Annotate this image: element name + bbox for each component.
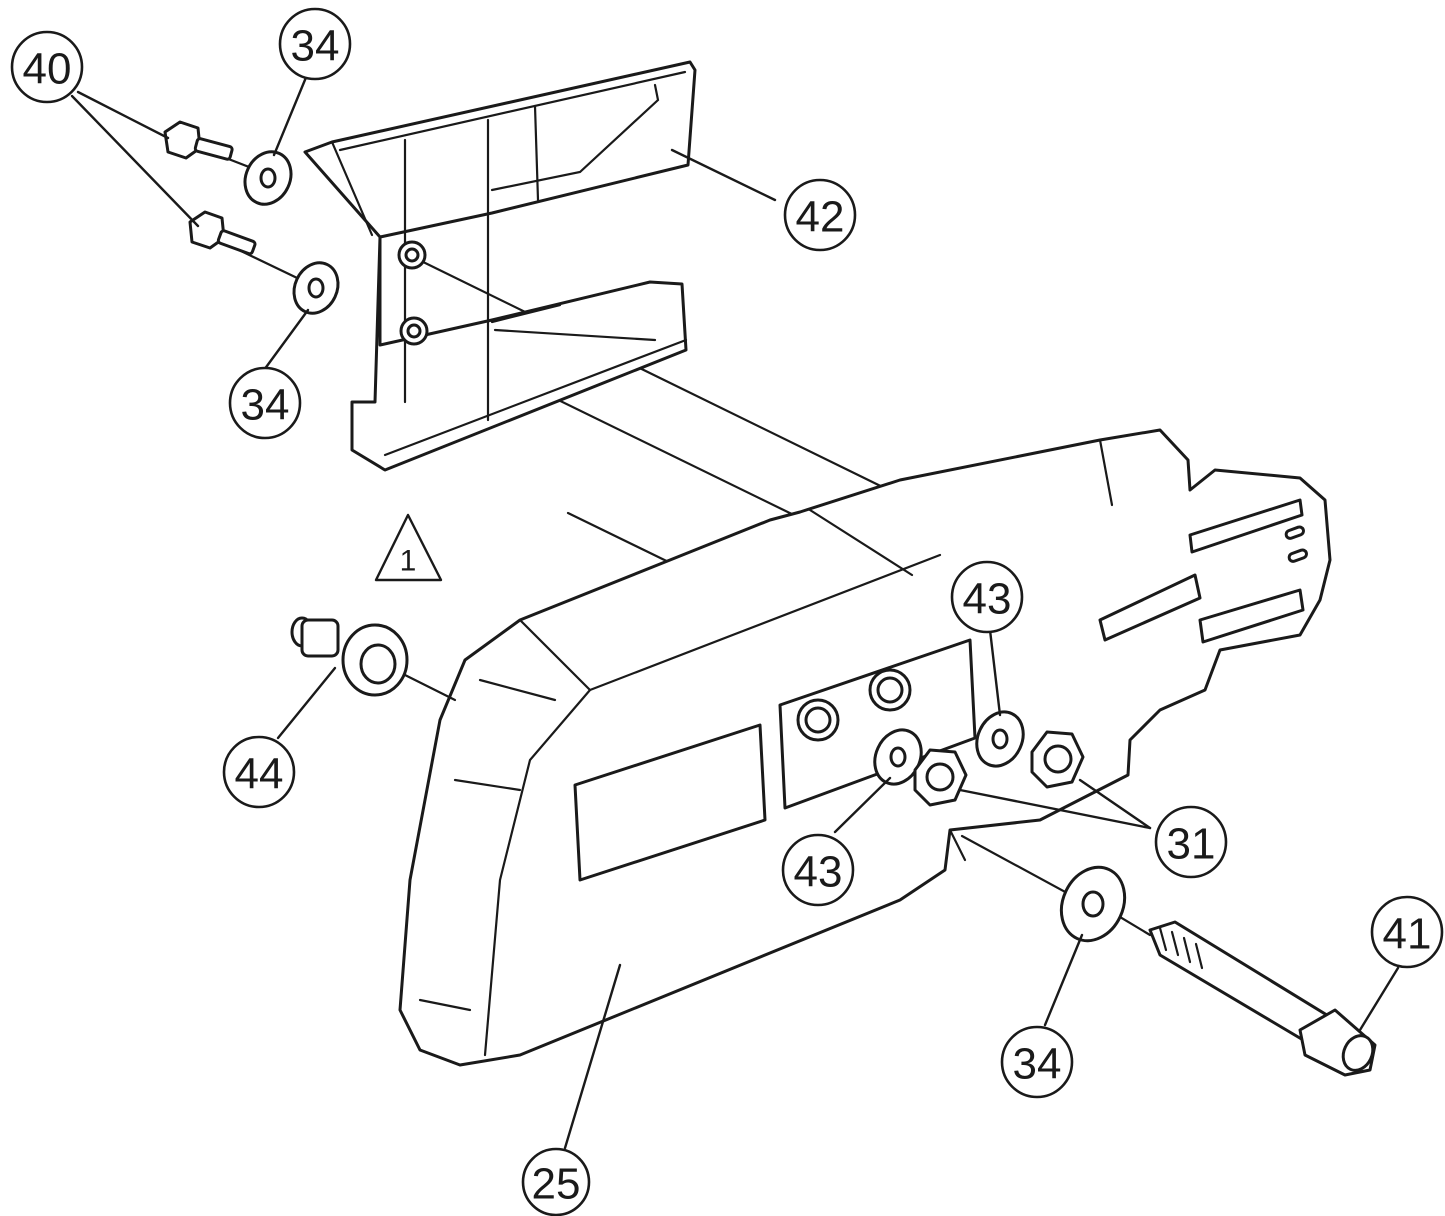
callout-label: 42 [796, 193, 845, 242]
callout-43-lower: 43 [781, 833, 855, 907]
part-43-washers [796, 668, 1025, 786]
part-25-guard-body [398, 428, 1332, 1067]
callout-34-bottom: 34 [1000, 1025, 1074, 1099]
callout-label: 34 [291, 22, 340, 71]
warning-label: 1 [400, 545, 417, 578]
callout-34-top: 34 [278, 7, 352, 81]
callout-40: 40 [10, 30, 84, 104]
callout-leaders [70, 73, 1400, 1150]
callout-42: 42 [783, 178, 857, 252]
callout-43-upper: 43 [950, 560, 1024, 634]
callout-label: 31 [1167, 820, 1216, 869]
callout-25: 25 [521, 1147, 591, 1216]
callout-41: 41 [1370, 895, 1444, 969]
part-34-washers [243, 150, 340, 315]
callout-44: 44 [222, 735, 296, 809]
warning-triangle: 1 [374, 513, 443, 582]
callout-label: 44 [235, 750, 284, 799]
callout-label: 41 [1383, 910, 1432, 959]
part-34-washer-lower [1059, 865, 1127, 943]
part-44-spacer [290, 616, 457, 702]
part-40-bolts [163, 120, 257, 256]
callout-label: 40 [23, 45, 72, 94]
callout-31: 31 [1154, 805, 1228, 879]
part-41-long-bolt [1148, 920, 1377, 1077]
callout-label: 34 [1013, 1040, 1062, 1089]
part-31-nuts [913, 730, 1085, 807]
callout-label: 43 [794, 848, 843, 897]
callout-label: 25 [532, 1160, 581, 1209]
callout-34-left: 34 [228, 366, 302, 440]
callout-label: 43 [963, 575, 1012, 624]
part-42-guard-plate [303, 60, 697, 472]
callout-label: 34 [241, 381, 290, 430]
